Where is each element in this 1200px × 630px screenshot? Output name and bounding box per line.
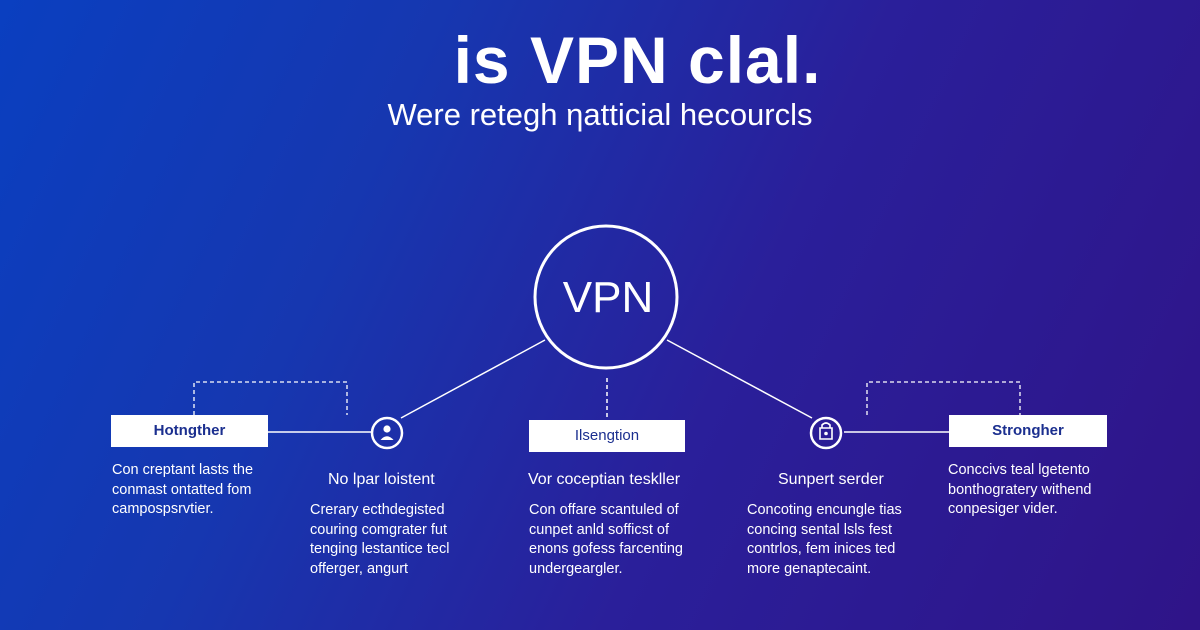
column-2-line: Crerary ecthdegisted <box>310 502 445 518</box>
column-4-line: contrlos, fem inices ted <box>747 541 896 557</box>
page-subtitle: Were retegh ηatticial hecourcls <box>387 97 813 132</box>
column-2-line: couring comgrater fut <box>310 521 448 538</box>
column-4-line: concing sental lsls fest <box>747 521 893 538</box>
connector-hub-to-left-node <box>400 339 546 419</box>
column-5-line: bonthogratery withend <box>948 481 1092 498</box>
column-1-line: conmast ontatted fom <box>112 481 252 498</box>
user-icon <box>370 416 404 450</box>
column-3-line: enons gofess farcenting <box>529 541 683 557</box>
column-4-line: Concoting encungle tias <box>747 502 902 518</box>
column-5-text: Conccivs teal lgetento bonthogratery wit… <box>948 461 1092 520</box>
column-3-line: undergeargler. <box>529 560 623 577</box>
column-5-line: Conccivs teal lgetento <box>948 462 1090 478</box>
vpn-hub-label: VPN <box>562 273 654 322</box>
center-label-box: Ilsengtion <box>529 420 685 452</box>
column-3-text: Con offare scantuled of cunpet anld soff… <box>529 501 683 579</box>
column-3-line: cunpet anld sofficst of <box>529 521 669 538</box>
column-2-text: Crerary ecthdegisted couring comgrater f… <box>310 501 449 579</box>
connector-hub-to-right-node <box>666 339 813 419</box>
left-label-box: Hotngther <box>111 415 268 447</box>
column-1-line: Con creptant lasts the <box>112 462 254 478</box>
column-1-text: Con creptant lasts the conmast ontatted … <box>112 461 253 520</box>
right-node-title: Sunpert serder <box>778 471 884 488</box>
left-dashed-bracket <box>193 381 348 415</box>
column-2-line: offerger, angurt <box>310 560 409 577</box>
column-4-text: Concoting encungle tias concing sental l… <box>747 501 902 579</box>
shield-lock-icon <box>809 416 843 450</box>
column-3-line: Con offare scantuled of <box>529 502 679 518</box>
right-label-box: Strongher <box>949 415 1107 447</box>
right-dashed-bracket <box>866 381 1021 415</box>
column-2-line: tenging lestantice tecl <box>310 541 450 557</box>
column-1-line: campospsrvtier. <box>112 501 214 517</box>
column-4-line: more genaptecaint. <box>747 560 872 577</box>
column-5-line: conpesiger vider. <box>948 501 1058 517</box>
page-title: is VPN clal. <box>453 23 822 97</box>
center-title: Vor coceptian teskller <box>528 471 681 488</box>
left-node-title: No lpar loistent <box>328 471 435 488</box>
vpn-hub-circle <box>533 224 679 370</box>
